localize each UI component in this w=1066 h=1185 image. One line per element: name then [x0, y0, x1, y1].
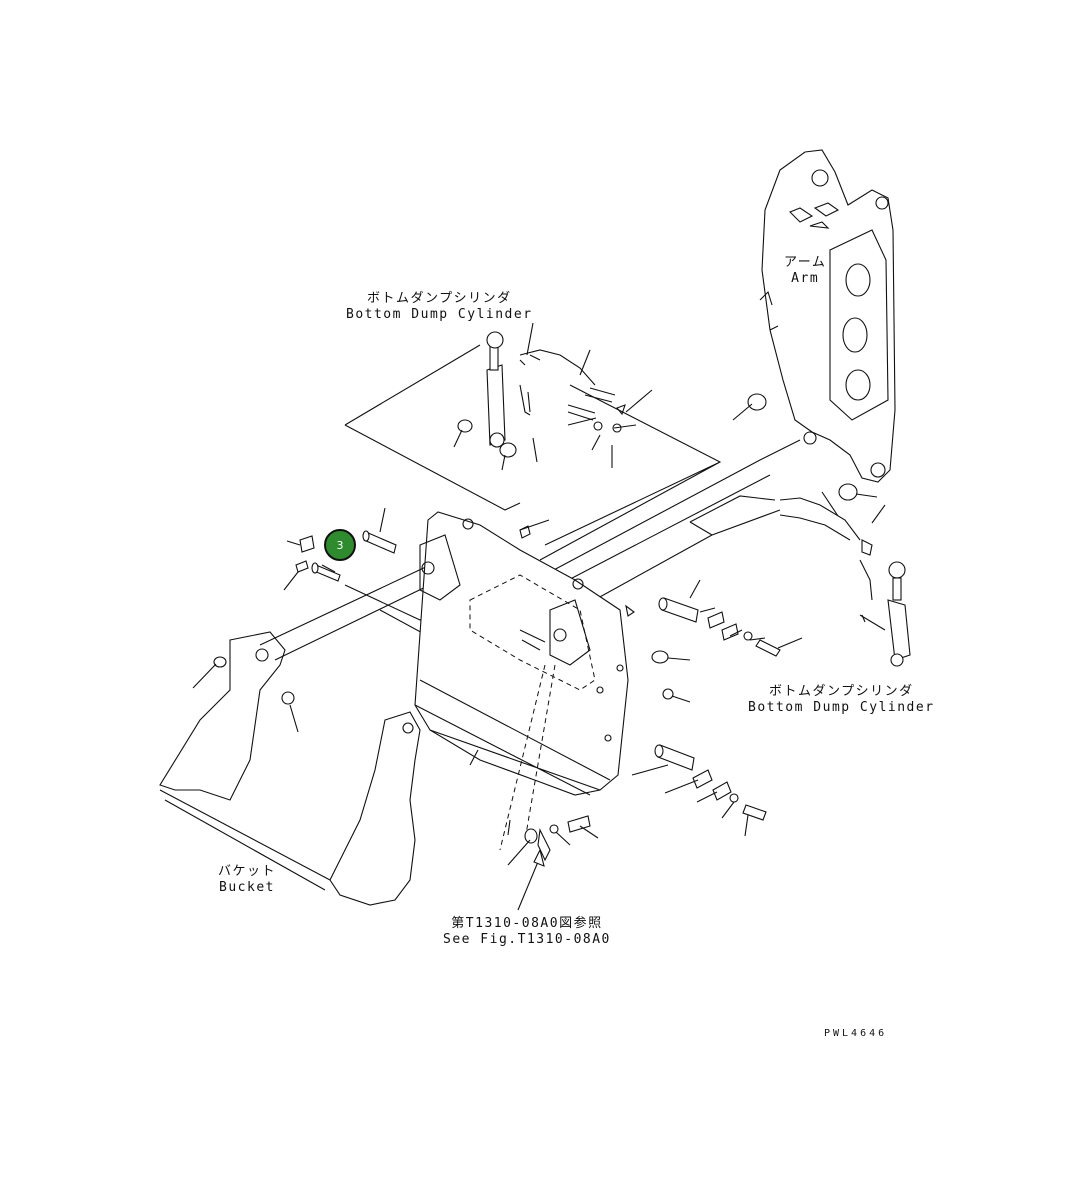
label-jp: ボトムダンプシリンダ: [366, 291, 512, 306]
label-en: Bucket: [219, 880, 275, 895]
hardware-parts: [213, 525, 781, 862]
label-bottom-dump-cylinder-right: ボトムダンプシリンダ Bottom Dump Cylinder: [748, 684, 935, 716]
leader-lines: [192, 322, 886, 866]
reference-arrow: [517, 848, 545, 911]
label-see-fig: 第T1310-08A0図参照 See Fig.T1310-08A0: [443, 916, 611, 948]
label-bottom-dump-cylinder-top: ボトムダンプシリンダ Bottom Dump Cylinder: [346, 291, 533, 323]
label-en: Bottom Dump Cylinder: [748, 700, 935, 715]
label-arm: アーム Arm: [784, 255, 826, 287]
label-jp: バケット: [218, 864, 277, 879]
label-jp: アーム: [784, 255, 827, 270]
right-cylinder-drawing: [747, 393, 911, 667]
top-cylinder-drawing: [457, 331, 626, 458]
callout-number: 3: [336, 538, 344, 552]
part-callout-3[interactable]: 3: [324, 529, 356, 561]
drawing-code: PWL4646: [824, 1028, 888, 1039]
hidden-lines: [469, 574, 596, 851]
label-jp: 第T1310-08A0図参照: [451, 916, 603, 931]
label-bucket: バケット Bucket: [218, 864, 276, 896]
arm-drawing: [759, 149, 896, 483]
bucket-drawing: [159, 511, 629, 906]
label-en: See Fig.T1310-08A0: [443, 932, 611, 947]
label-en: Arm: [791, 271, 820, 286]
label-en: Bottom Dump Cylinder: [346, 307, 533, 322]
label-jp: ボトムダンプシリンダ: [768, 684, 914, 699]
